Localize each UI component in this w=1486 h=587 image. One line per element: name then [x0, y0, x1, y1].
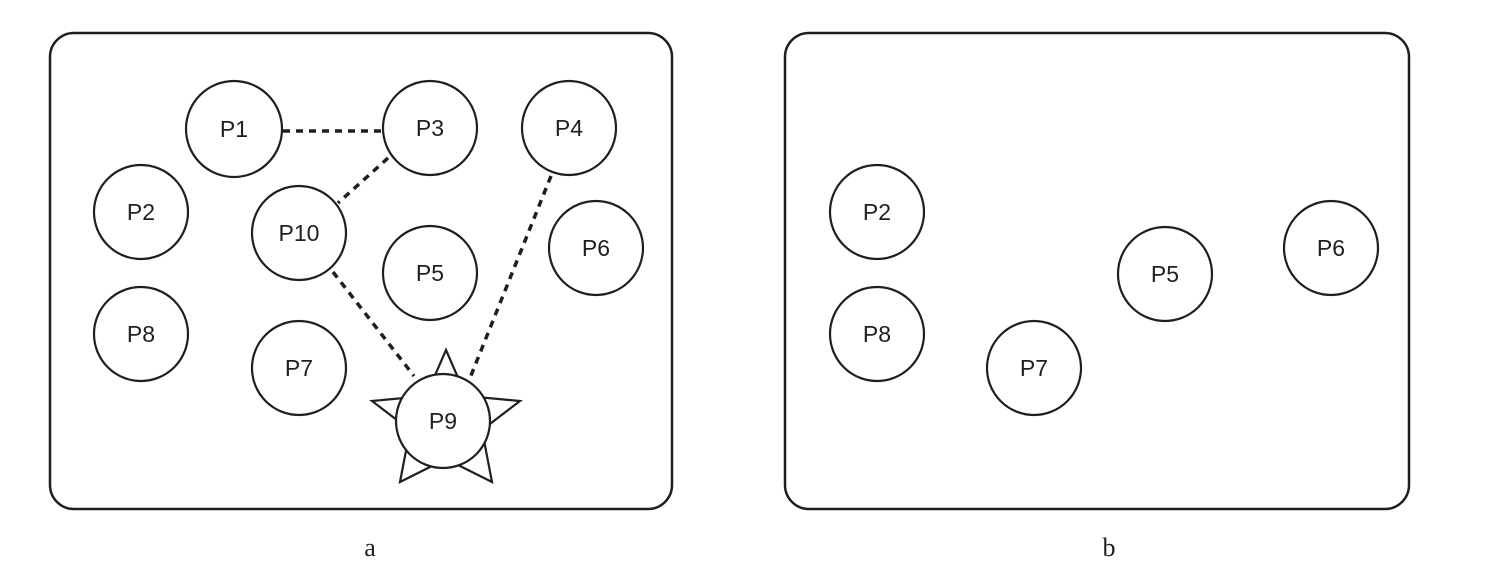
node-P8: P8 [828, 285, 926, 383]
panel-b-frame [783, 31, 1411, 511]
node-P8-label: P8 [127, 321, 155, 347]
node-P6: P6 [547, 199, 645, 297]
node-P8-circle [92, 285, 190, 383]
edge-P3-P10 [336, 156, 390, 205]
node-P5-label: P5 [416, 260, 444, 286]
node-P7-circle [250, 319, 348, 417]
node-P9-label: P9 [429, 408, 457, 434]
node-P10: P10 [250, 184, 348, 282]
node-P2: P2 [92, 163, 190, 261]
node-P5: P5 [381, 224, 479, 322]
node-P4-label: P4 [555, 115, 583, 141]
node-P5-label: P5 [1151, 261, 1179, 287]
node-P10-circle [250, 184, 348, 282]
edge-P4-P9 [468, 175, 553, 379]
node-P10-label: P10 [279, 220, 320, 246]
node-P7-circle [985, 319, 1083, 417]
node-P3-circle [381, 79, 479, 177]
node-P9-circle [394, 372, 492, 470]
node-P7-label: P7 [285, 355, 313, 381]
node-P6: P6 [1282, 199, 1380, 297]
edge-P10-P9 [331, 270, 416, 378]
node-P2-label: P2 [127, 199, 155, 225]
panel-a-caption: a [364, 533, 376, 562]
node-P2-label: P2 [863, 199, 891, 225]
node-P4: P4 [520, 79, 618, 177]
node-P3-label: P3 [416, 115, 444, 141]
panel-a: P1 P2 P3 P4 P5 P6 P7 P8 [48, 31, 674, 562]
node-P4-circle [520, 79, 618, 177]
node-P6-circle [1282, 199, 1380, 297]
node-P1: P1 [184, 79, 284, 179]
node-P2-circle [92, 163, 190, 261]
node-P8-label: P8 [863, 321, 891, 347]
node-P8-circle [828, 285, 926, 383]
node-P1-label: P1 [220, 116, 248, 142]
node-P7: P7 [250, 319, 348, 417]
node-P3: P3 [381, 79, 479, 177]
node-P5: P5 [1116, 225, 1214, 323]
node-P2: P2 [828, 163, 926, 261]
node-P6-circle [547, 199, 645, 297]
node-P1-circle [184, 79, 284, 179]
node-P7: P7 [985, 319, 1083, 417]
node-P6-label: P6 [582, 235, 610, 261]
panel-b: P2 P5 P6 P7 P8 b [783, 31, 1411, 562]
node-P7-label: P7 [1020, 355, 1048, 381]
node-P6-label: P6 [1317, 235, 1345, 261]
panel-b-caption: b [1103, 533, 1116, 562]
node-P8: P8 [92, 285, 190, 383]
node-P5-circle [381, 224, 479, 322]
node-P9: P9 [394, 372, 492, 470]
node-P5-circle [1116, 225, 1214, 323]
node-P2-circle [828, 163, 926, 261]
